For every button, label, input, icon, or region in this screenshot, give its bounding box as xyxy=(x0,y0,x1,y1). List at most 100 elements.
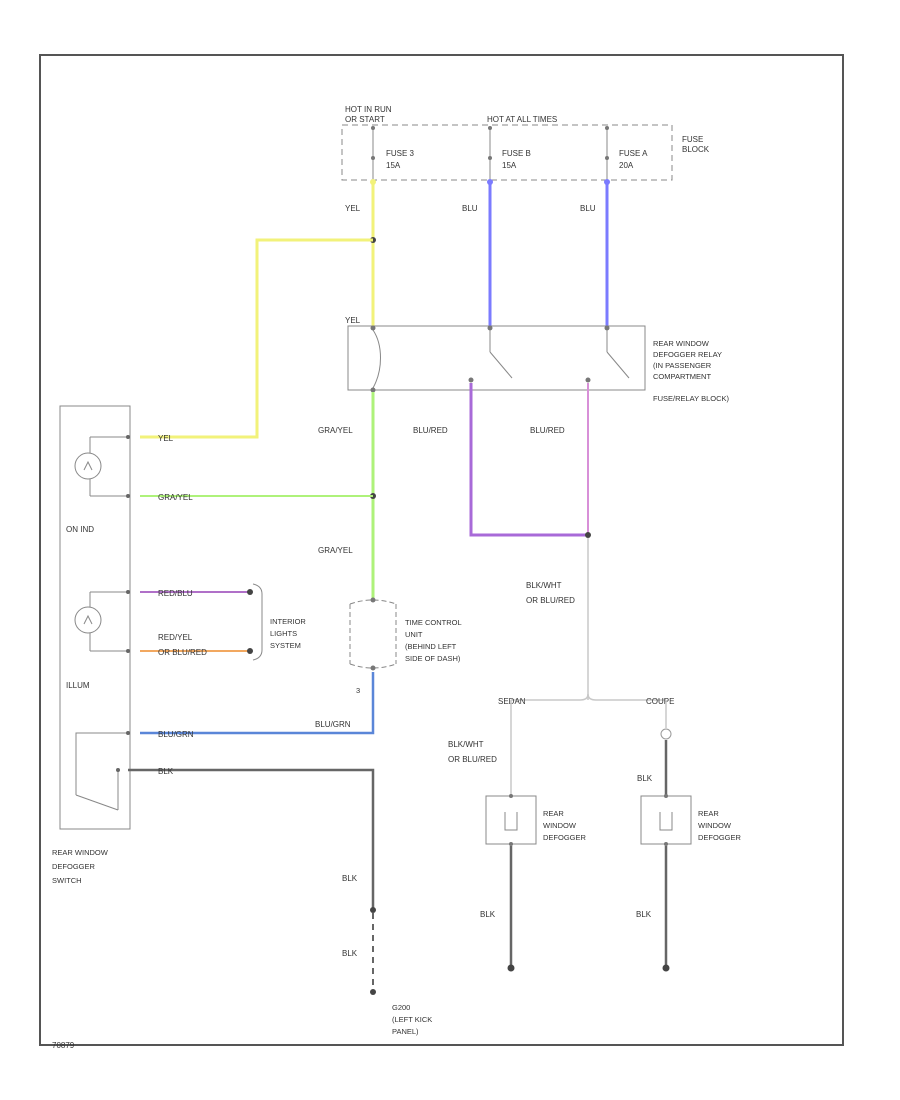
hot-run-label-1: HOT IN RUN xyxy=(345,105,392,114)
def1-ground-dot xyxy=(507,964,515,972)
sw-blk-label: BLK xyxy=(158,767,174,776)
switch-label-3: SWITCH xyxy=(52,876,82,885)
tcu-label-4: SIDE OF DASH) xyxy=(405,654,461,663)
blured-splice xyxy=(585,532,591,538)
interior-lights-label-3: SYSTEM xyxy=(270,641,301,650)
on-ind-label: ON IND xyxy=(66,525,94,534)
wire-blu-grn xyxy=(140,672,375,735)
fuse-block: HOT IN RUN OR START HOT AT ALL TIMES FUS… xyxy=(341,105,710,181)
ground-label-1: G200 xyxy=(392,1003,410,1012)
sw-grayel-label: GRA/YEL xyxy=(158,493,193,502)
coupe-label: COUPE xyxy=(646,697,674,706)
wire-blured-1 xyxy=(469,383,588,537)
sw-pin-5 xyxy=(126,731,130,735)
blu1-label: BLU xyxy=(462,204,478,213)
fuseB-name: FUSE B xyxy=(502,149,531,158)
relay-label-1: REAR WINDOW xyxy=(653,339,710,348)
defogger-relay: YEL REAR WINDOW DEFOGGER RELAY (IN PASSE… xyxy=(345,316,729,403)
rear-window-defogger-1: REAR WINDOW DEFOGGER xyxy=(485,794,587,846)
coupe-wire-label: BLK xyxy=(637,774,653,783)
ground-g200-dot xyxy=(370,989,376,995)
on-ind-lamp-icon xyxy=(74,452,102,480)
fuse-block-label-2: BLOCK xyxy=(682,145,710,154)
grayel-label-2: GRA/YEL xyxy=(318,546,353,555)
fuse3-mid-dot xyxy=(371,156,375,160)
fuse3-name: FUSE 3 xyxy=(386,149,415,158)
fuse-block-label-1: FUSE xyxy=(682,135,703,144)
relay-coil xyxy=(372,329,381,389)
fuseA-rating: 20A xyxy=(619,161,634,170)
interior-lights-bracket xyxy=(252,583,263,661)
def1-gnd-label: BLK xyxy=(480,910,496,919)
ground-label-3: PANEL) xyxy=(392,1027,419,1036)
sedan-label: SEDAN xyxy=(498,697,526,706)
relay-pin-graye xyxy=(370,387,376,393)
fuse3-rating: 15A xyxy=(386,161,401,170)
defogger1-pin-top xyxy=(509,794,513,798)
fuse3-top-dot xyxy=(371,126,375,130)
illum-label: ILLUM xyxy=(66,681,90,690)
ground-label-2: (LEFT KICK xyxy=(392,1015,432,1024)
fuseA-name: FUSE A xyxy=(619,149,648,158)
def2-ground-dot xyxy=(662,964,670,972)
defogger1-label-2: WINDOW xyxy=(543,821,577,830)
blk-splice xyxy=(370,907,376,913)
hot-all-label: HOT AT ALL TIMES xyxy=(487,115,557,124)
blugrn-label: BLU/GRN xyxy=(315,720,351,729)
defogger1-label-1: REAR xyxy=(543,809,564,818)
sw-pin-6 xyxy=(116,768,120,772)
on-ind-filament xyxy=(83,460,93,471)
fuseA-top-dot xyxy=(605,126,609,130)
blk-g1-label: BLK xyxy=(342,874,358,883)
defogger2-element xyxy=(659,812,673,831)
wire-blk-ground xyxy=(128,768,375,910)
def2-gnd-label: BLK xyxy=(636,910,652,919)
tcu-pin-top xyxy=(370,597,376,603)
sedan-wire-label-2: OR BLU/RED xyxy=(448,755,497,764)
yel-dot-top xyxy=(370,179,376,185)
redblu-end xyxy=(247,589,253,595)
hot-run-label-2: OR START xyxy=(345,115,385,124)
defogger1-label-3: DEFOGGER xyxy=(543,833,587,842)
fuse-block-outline xyxy=(341,124,673,181)
relay-sw2-bot xyxy=(585,377,591,383)
illum-filament xyxy=(83,614,93,625)
relay-label-5: FUSE/RELAY BLOCK) xyxy=(653,394,729,403)
blu2-dot-top xyxy=(604,179,610,185)
switch-label-2: DEFOGGER xyxy=(52,862,96,871)
fuseB-mid-dot xyxy=(488,156,492,160)
sw-redblu-label: RED/BLU xyxy=(158,589,193,598)
time-control-unit: 3 TIME CONTROL UNIT (BEHIND LEFT SIDE OF… xyxy=(349,597,462,695)
switch-blade xyxy=(75,794,119,811)
coupe-connector xyxy=(660,728,672,740)
tcu-pin-bot xyxy=(370,665,376,671)
blured-label-2: BLU/RED xyxy=(530,426,565,435)
sw-redyel-label-2: OR BLU/RED xyxy=(158,648,207,657)
interior-lights-label-2: LIGHTS xyxy=(270,629,297,638)
redyel-end xyxy=(247,648,253,654)
relay-sw2-blade xyxy=(606,351,630,379)
illum-lamp-icon xyxy=(74,606,102,634)
wire-sedan-coupe-split xyxy=(511,693,666,701)
sedan-wire-label-1: BLK/WHT xyxy=(448,740,484,749)
relay-sw1-top xyxy=(487,325,493,331)
relay-label-4: COMPARTMENT xyxy=(653,372,711,381)
interior-lights-label-1: INTERIOR xyxy=(270,617,306,626)
relay-label-3: (IN PASSENGER xyxy=(653,361,712,370)
blkwht-label-2: OR BLU/RED xyxy=(526,596,575,605)
sw-redyel-label-1: RED/YEL xyxy=(158,633,193,642)
switch-contact-line xyxy=(75,732,126,795)
rear-window-defogger-2: REAR WINDOW DEFOGGER xyxy=(640,794,742,846)
defogger2-box xyxy=(640,795,692,845)
sw-pin-2 xyxy=(126,494,130,498)
relay-sw1-bot xyxy=(468,377,474,383)
switch-label-1: REAR WINDOW xyxy=(52,848,109,857)
sw-yel-label: YEL xyxy=(158,434,174,443)
sw-pin-3 xyxy=(126,590,130,594)
tcu-outline xyxy=(349,599,397,669)
defogger2-label-2: WINDOW xyxy=(698,821,732,830)
fuseB-top-dot xyxy=(488,126,492,130)
grayel-label-1: GRA/YEL xyxy=(318,426,353,435)
relay-pin-label: YEL xyxy=(345,316,361,325)
relay-label-2: DEFOGGER RELAY xyxy=(653,350,722,359)
